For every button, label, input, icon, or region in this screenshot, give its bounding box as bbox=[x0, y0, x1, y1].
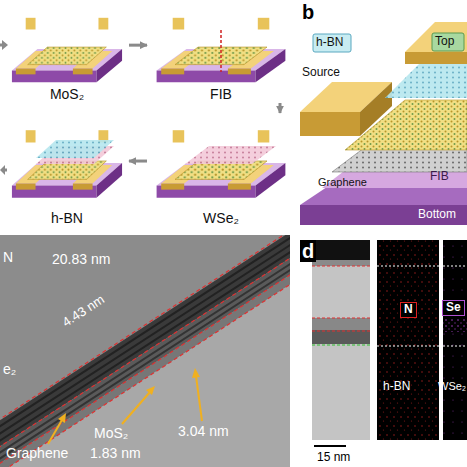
annotation: FIB bbox=[430, 170, 449, 183]
annotation: 1.83 nm bbox=[90, 446, 141, 461]
annotation: 4.43 nm bbox=[60, 292, 107, 330]
device-tile bbox=[12, 130, 122, 198]
annotation: 3.04 nm bbox=[178, 424, 229, 439]
fib-cut bbox=[220, 30, 222, 72]
annotation: N bbox=[3, 250, 13, 265]
cut-arrows bbox=[0, 40, 8, 175]
step-label: WSe₂ bbox=[203, 210, 239, 226]
annotation: 20.83 nm bbox=[52, 252, 110, 267]
process-arrow bbox=[279, 103, 282, 113]
hbn-layer bbox=[36, 140, 114, 158]
process-step: FIB bbox=[150, 4, 292, 102]
panel-letter: d bbox=[300, 240, 316, 262]
annotation: MoS₂ bbox=[94, 426, 128, 441]
annotation: Graphene bbox=[6, 446, 68, 461]
annotation: 15 nm bbox=[317, 451, 350, 464]
annotation: e₂ bbox=[3, 362, 16, 377]
element-tag: Se bbox=[442, 300, 465, 316]
process-step: h-BN bbox=[8, 114, 126, 226]
element-symbol: Se bbox=[446, 301, 461, 315]
element-tag: N bbox=[400, 302, 417, 318]
element-symbol: N bbox=[404, 303, 413, 317]
wse2-layer bbox=[185, 146, 276, 164]
device-tile bbox=[157, 130, 286, 198]
device-tile bbox=[157, 18, 286, 82]
annotation: WSe₂ bbox=[438, 380, 466, 392]
device-3d bbox=[300, 22, 467, 225]
panel-letter: b bbox=[302, 1, 314, 23]
annotation: Graphene bbox=[318, 176, 367, 188]
annotation: h-BN bbox=[383, 380, 410, 393]
process-step: WSe₂ bbox=[150, 114, 292, 226]
annotation: Bottom bbox=[418, 208, 456, 221]
process-step: MoS₂ bbox=[8, 4, 126, 102]
annotation: Source bbox=[302, 66, 340, 79]
process-tiles bbox=[12, 18, 285, 198]
annotation: Top bbox=[435, 35, 454, 48]
eds-maps bbox=[312, 240, 467, 446]
step-label: h-BN bbox=[51, 210, 83, 226]
step-label: FIB bbox=[210, 86, 232, 102]
step-label: MoS₂ bbox=[50, 86, 84, 102]
device-tile bbox=[12, 18, 122, 82]
process-arrow bbox=[129, 160, 147, 163]
process-arrow bbox=[129, 44, 147, 47]
tem-image bbox=[0, 235, 290, 467]
scale-bar bbox=[314, 445, 346, 447]
annotation: h-BN bbox=[316, 36, 343, 49]
